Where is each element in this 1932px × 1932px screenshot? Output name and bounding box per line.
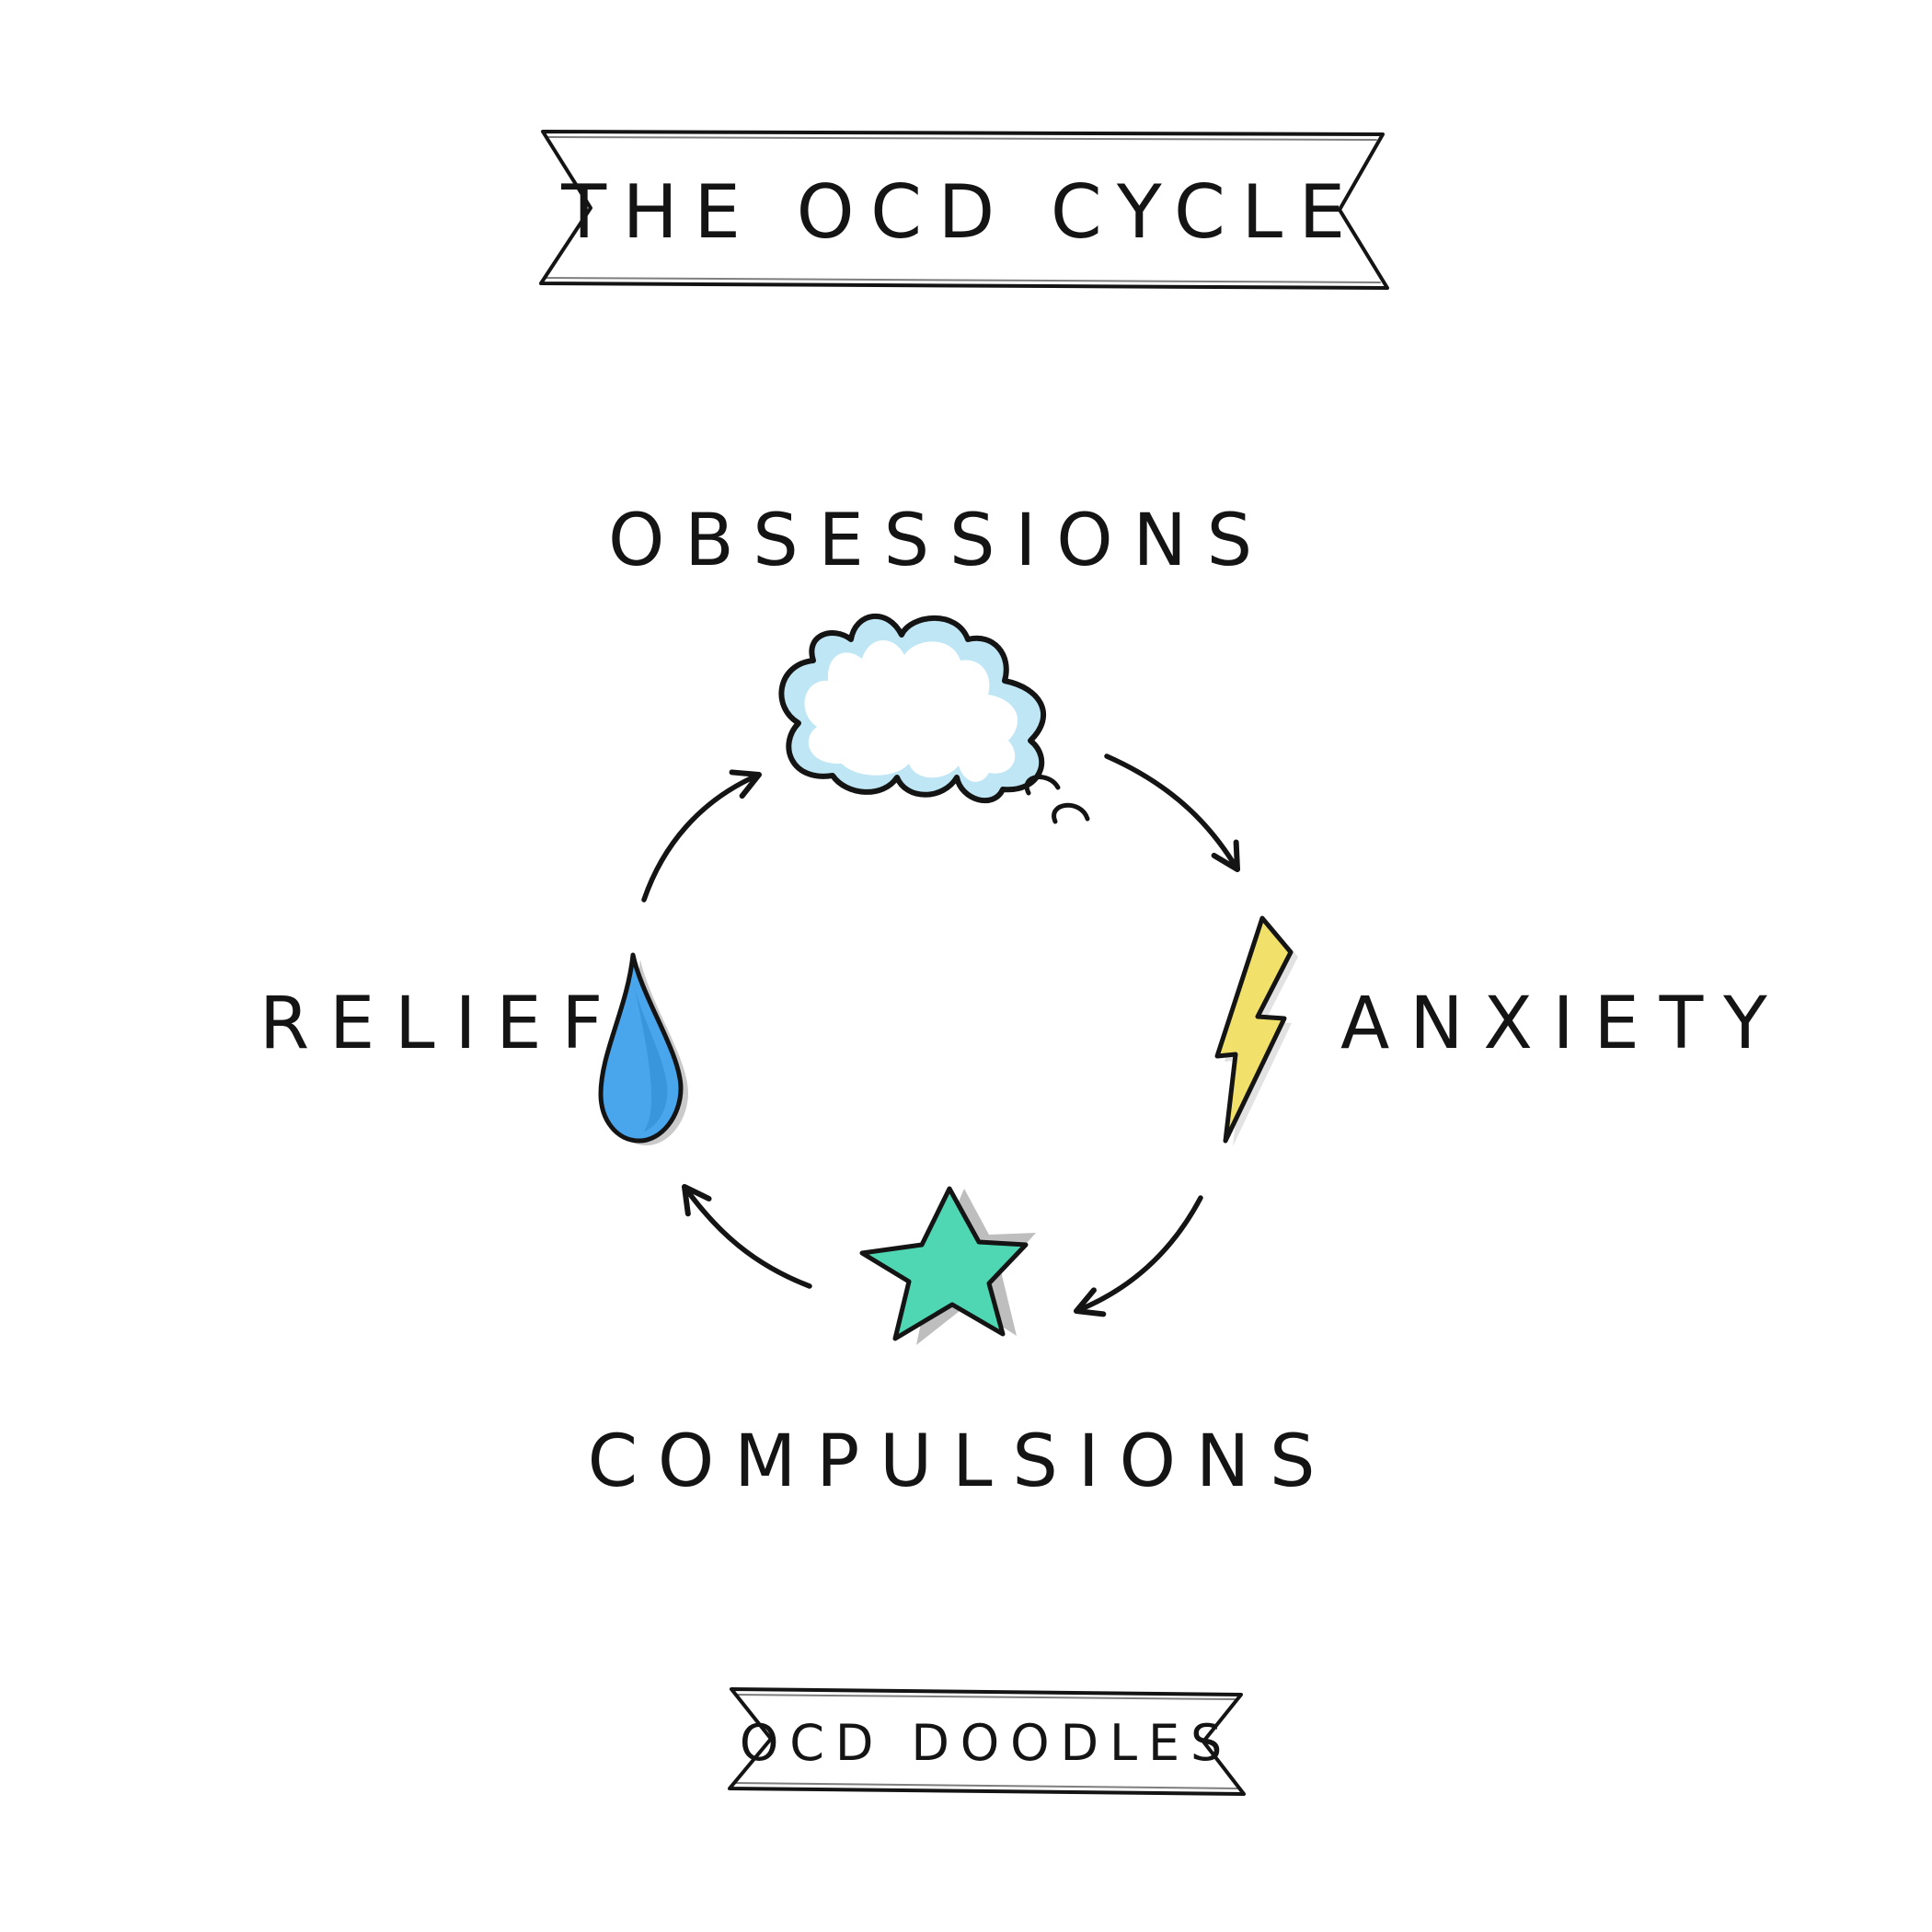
footer-banner-text: OCD DOODLES <box>740 1714 1233 1772</box>
arrow-compulsions-to-relief <box>682 1184 812 1289</box>
arrow-relief-to-obsessions <box>641 769 762 903</box>
title-banner-text: THE OCD CYCLE <box>560 169 1362 255</box>
water-drop-icon <box>598 952 688 1145</box>
lightning-bolt-icon <box>1214 915 1298 1146</box>
stage-label-anxiety: ANXIETY <box>1340 983 1788 1065</box>
cloud-icon <box>778 614 1090 824</box>
arrow-anxiety-to-compulsions <box>1074 1195 1203 1317</box>
star-icon <box>859 1186 1036 1345</box>
footer-banner: OCD DOODLES <box>728 1687 1246 1796</box>
title-banner: THE OCD CYCLE <box>539 130 1389 290</box>
cycle-arrows <box>641 753 1240 1317</box>
stage-label-compulsions: COMPULSIONS <box>588 1420 1336 1503</box>
stage-label-obsessions: OBSESSIONS <box>608 500 1272 582</box>
stage-label-relief: RELIEF <box>259 983 623 1065</box>
arrow-obsessions-to-anxiety <box>1104 753 1240 872</box>
